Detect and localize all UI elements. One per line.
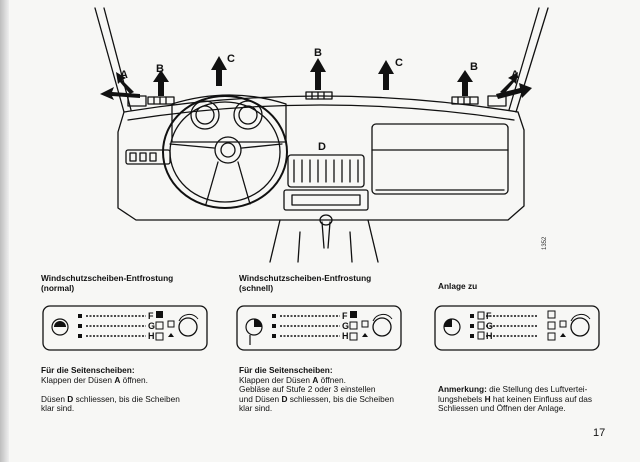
label-b-right: B — [470, 61, 478, 73]
label-c-right: C — [395, 57, 403, 69]
lever-f-label: F — [148, 311, 154, 321]
control-panel-off: F G H — [434, 305, 600, 351]
section-text-note: Anmerkung: die Stellung des Luftvertei-l… — [438, 384, 593, 414]
lever-h-label: H — [148, 331, 155, 341]
label-a-right: A — [511, 69, 519, 81]
label-b-left: B — [156, 63, 164, 75]
figure-code: 1352 — [542, 236, 548, 250]
control-panel-fast: F G H — [236, 305, 402, 351]
lever-f-label: F — [486, 311, 492, 321]
label-a-left: A — [120, 69, 128, 81]
lever-g-label: G — [148, 321, 155, 331]
lever-g-label: G — [342, 321, 349, 331]
lever-f-label: F — [342, 311, 348, 321]
label-c-left: C — [227, 53, 235, 65]
section-title-normal: Windschutzscheiben-Entfrostung (normal) — [41, 273, 174, 293]
page-binding-edge — [0, 0, 9, 462]
page-number: 17 — [593, 427, 606, 439]
section-text-fast: Für die Seitenscheiben:Klappen der Düsen… — [239, 365, 394, 414]
control-panel-normal: F G H — [42, 305, 208, 351]
label-d: D — [318, 141, 326, 153]
section-title-fast: Windschutzscheiben-Entfrostung (schnell) — [239, 273, 372, 293]
lever-h-label: H — [342, 331, 349, 341]
section-text-normal: Für die Seitenscheiben:Klappen der Düsen… — [41, 365, 180, 414]
lever-h-label: H — [486, 331, 493, 341]
section-title-off: Anlage zu — [438, 281, 478, 291]
label-b-center: B — [314, 47, 322, 59]
lever-g-label: G — [486, 321, 493, 331]
dashboard-illustration: A B C B C B A D 1352 — [94, 7, 549, 263]
